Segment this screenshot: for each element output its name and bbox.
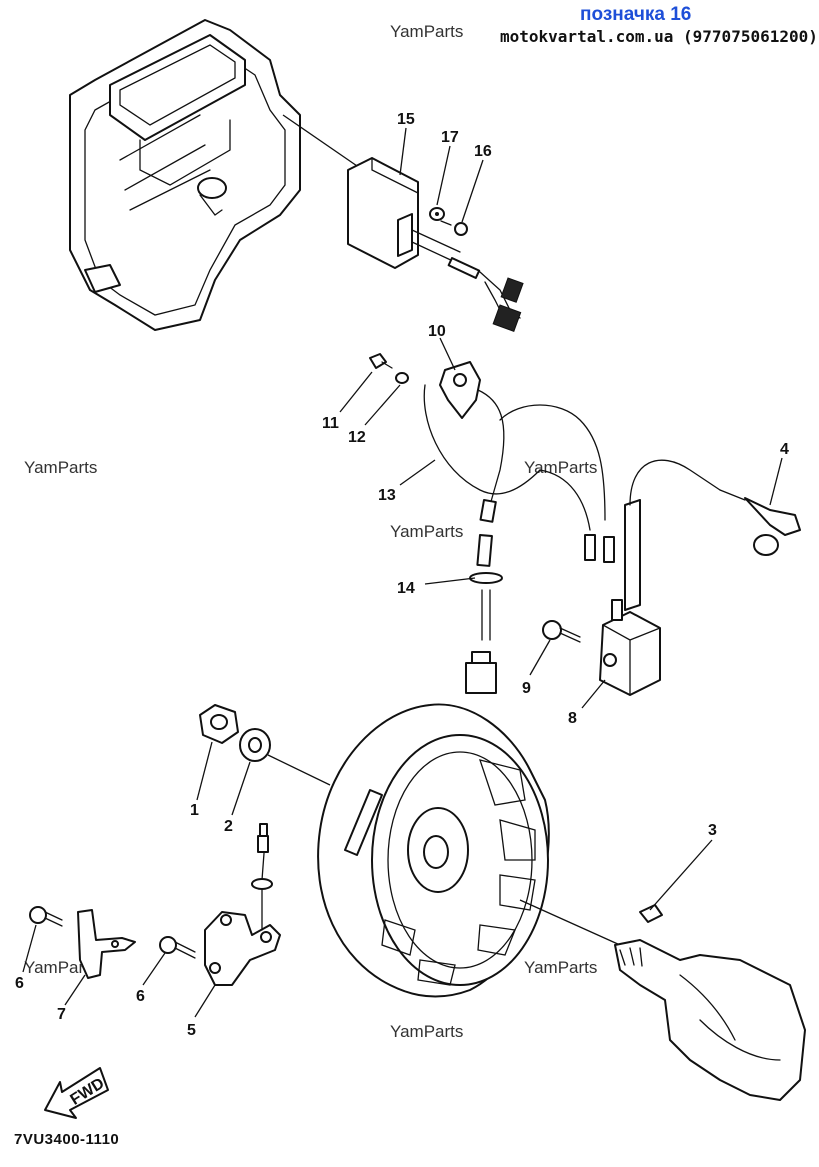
washer-12 [395,372,409,384]
callout-11: 11 [322,415,339,432]
washer-2 [239,728,271,762]
watermark: YamParts [390,522,464,541]
bolt-6-left [29,906,63,927]
callout-numbers: 1 2 3 4 5 6 6 7 8 9 10 11 12 13 14 15 16… [15,111,789,1039]
spark-plug-cap [719,489,801,556]
washer-17 [429,207,445,221]
callout-6: 6 [15,975,24,992]
clamp-7 [77,909,136,979]
screw-16 [440,220,468,236]
callout-16: 16 [474,143,492,160]
callout-14: 14 [397,580,415,597]
callout-13: 13 [378,487,396,504]
pulser-bracket [204,823,281,986]
callout-6: 6 [136,988,145,1005]
callout-12: 12 [348,429,366,446]
wire-harness [465,499,615,694]
watermark: YamParts [24,958,98,977]
diagram-code: 7VU3400-1110 [14,1131,120,1148]
callout-15: 15 [397,111,415,128]
pickup-coil [423,361,606,531]
watermark: YamParts [524,458,598,477]
woodruff-key [639,904,663,923]
watermark: YamParts [390,1022,464,1041]
watermark: YamParts [24,458,98,477]
header-site: motokvartal.com.ua (977075061200) [500,27,818,46]
callout-1: 1 [190,802,199,819]
screw-11 [369,353,393,369]
callout-7: 7 [57,1006,66,1023]
fwd-arrow: FWD [44,1067,109,1119]
leader-line [519,899,621,946]
leader-line [267,754,331,786]
bolt-6-right [159,936,196,959]
callout-3: 3 [708,822,717,839]
bolt-9 [542,620,581,643]
callout-8: 8 [568,710,577,727]
cdi-unit [347,157,524,332]
callout-5: 5 [187,1022,196,1039]
callout-2: 2 [224,818,233,835]
watermark: YamParts [390,22,464,41]
callout-17: 17 [441,129,459,146]
callout-10: 10 [428,323,446,340]
callout-9: 9 [522,680,531,697]
callout-leaders [22,127,783,1018]
callout-4: 4 [780,441,789,458]
leader-line [282,114,361,169]
header-title: позначка 16 [580,4,692,25]
watermark: YamParts [524,958,598,977]
crankshaft [614,939,806,1101]
flywheel-cover [69,19,301,331]
ignition-coil [599,459,721,696]
nut-1 [199,704,239,744]
flywheel-rotor [317,703,550,998]
